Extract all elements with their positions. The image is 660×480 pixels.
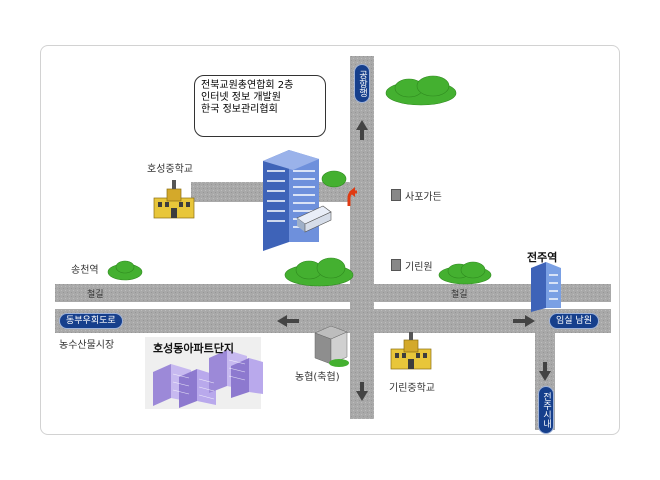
turn-arrow-icon bbox=[347, 187, 357, 206]
tree-icon bbox=[438, 261, 492, 285]
bus-icon bbox=[296, 205, 332, 233]
bank-building-icon bbox=[314, 325, 349, 367]
apartment-complex-icon bbox=[145, 337, 263, 409]
sapo-garden-text: 사포가든 bbox=[405, 192, 442, 203]
callout-line: 인터넷 정보 개발원 bbox=[201, 92, 281, 103]
railway-label-left: 철길 bbox=[87, 290, 104, 300]
map-frame: 전북교원총연합회 2층 인터넷 정보 개발원 한국 정보관리협회 호성중학교 사… bbox=[40, 45, 620, 435]
apartment-complex-label: 호성동아파트단지 bbox=[153, 342, 234, 355]
callout-line: 한국 정보관리협회 bbox=[201, 104, 278, 115]
callout-line: 전북교원총연합회 2층 bbox=[201, 80, 294, 91]
sapo-garden-label: 사포가든 bbox=[391, 188, 442, 203]
school-icon bbox=[153, 180, 195, 219]
tree-icon bbox=[385, 75, 457, 106]
railway bbox=[55, 284, 611, 302]
railway-label-right: 철길 bbox=[451, 290, 468, 300]
giril-won-label: 기린원 bbox=[391, 258, 433, 273]
arrow-right-icon bbox=[513, 315, 535, 327]
hoseong-middle-school-label: 호성중학교 bbox=[147, 164, 193, 175]
arrow-up-icon bbox=[356, 120, 368, 140]
north-south-road bbox=[350, 56, 374, 419]
giril-middle-school-label: 기린중학교 bbox=[389, 383, 435, 394]
arrow-down-icon bbox=[539, 362, 551, 381]
tree-icon bbox=[321, 170, 347, 188]
nonghyup-label: 농협(축협) bbox=[295, 372, 340, 383]
road-sign-south-east: 전주시내 bbox=[538, 386, 554, 434]
road-sign-east: 임실 남원 bbox=[549, 313, 599, 329]
office-callout: 전북교원총연합회 2층 인터넷 정보 개발원 한국 정보관리협회 bbox=[194, 75, 326, 137]
giril-won-text: 기린원 bbox=[405, 262, 433, 273]
arrow-down-icon bbox=[356, 382, 368, 401]
agri-market-label: 농수산물시장 bbox=[59, 340, 115, 351]
station-building-icon bbox=[531, 262, 561, 312]
road-sign-west: 동부우회도로 bbox=[59, 313, 123, 329]
place-marker-icon bbox=[391, 259, 401, 271]
road-sign-north: 공항행 bbox=[354, 64, 370, 103]
office-building-icon bbox=[263, 150, 319, 251]
school-icon bbox=[390, 332, 432, 370]
tree-icon bbox=[284, 257, 354, 287]
jeonju-station-label: 전주역 bbox=[527, 251, 558, 264]
place-marker-icon bbox=[391, 189, 401, 201]
arrow-left-icon bbox=[277, 315, 299, 327]
tree-icon bbox=[107, 260, 143, 281]
songcheon-station-label: 송천역 bbox=[71, 265, 99, 276]
map-canvas bbox=[55, 56, 611, 430]
